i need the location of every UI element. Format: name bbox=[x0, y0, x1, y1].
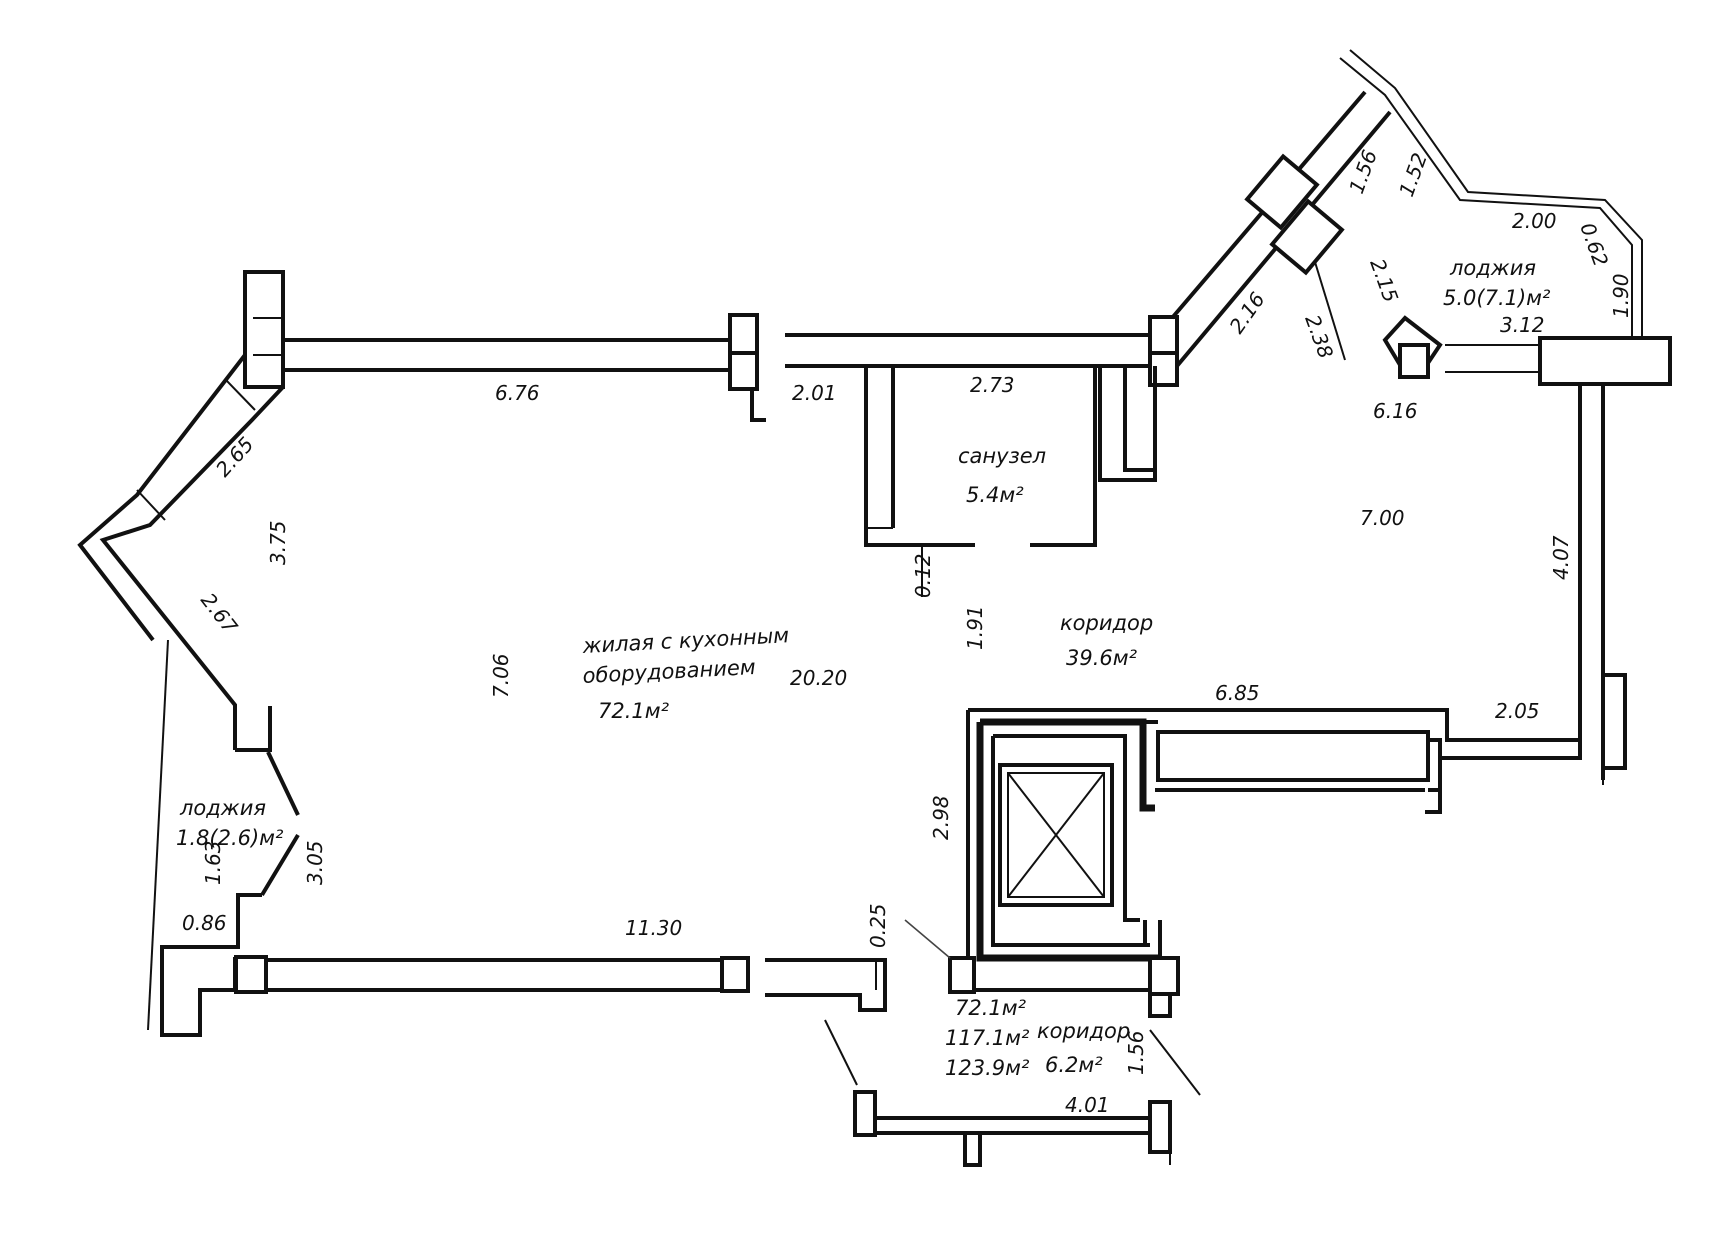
dim-label: 7.00 bbox=[1360, 506, 1405, 530]
dim-label: 2.05 bbox=[1495, 699, 1540, 723]
bathroom-walls bbox=[864, 366, 1157, 597]
dim-label: 2.00 bbox=[1512, 209, 1557, 233]
total-living-area: 72.1м² bbox=[955, 996, 1027, 1020]
dim-label: 2.15 bbox=[1365, 256, 1403, 306]
living-room-label: жилая с кухонным bbox=[581, 623, 790, 658]
total-area: 117.1м² bbox=[945, 1026, 1030, 1050]
dim-label: 0.25 bbox=[866, 903, 890, 948]
living-room-label-2: оборудованием bbox=[582, 655, 756, 688]
total-with-loggia-area: 123.9м² bbox=[945, 1056, 1030, 1080]
dim-label: 0.12 bbox=[911, 553, 935, 598]
dim-label: 2.01 bbox=[792, 381, 837, 405]
corridor-label: коридор bbox=[1060, 611, 1153, 635]
bathroom-label: санузел bbox=[958, 444, 1046, 468]
entry-block bbox=[1148, 1100, 1172, 1154]
bathroom-area: 5.4м² bbox=[966, 483, 1024, 507]
right-wall bbox=[1425, 384, 1627, 814]
core-block bbox=[1148, 956, 1180, 996]
dim-label: 1.90 bbox=[1609, 273, 1633, 318]
dim-label: 3.75 bbox=[266, 520, 290, 565]
entry-corridor-area: 6.2м² bbox=[1045, 1053, 1103, 1077]
wall-column bbox=[1244, 153, 1320, 231]
bottom-wall-block bbox=[234, 955, 268, 994]
loggia-slab bbox=[1538, 336, 1672, 386]
left-wall-column bbox=[243, 270, 285, 389]
top-wall bbox=[285, 313, 1179, 422]
dim-label: 7.06 bbox=[489, 653, 513, 698]
dim-label: 2.67 bbox=[196, 588, 242, 638]
core-block bbox=[948, 956, 976, 994]
wall-column bbox=[1269, 198, 1345, 276]
bottom-wall-block bbox=[720, 956, 750, 993]
living-room-area: 72.1м² bbox=[598, 699, 670, 723]
right-upper-wall bbox=[1170, 49, 1672, 386]
dim-label: 3.12 bbox=[1500, 313, 1545, 337]
dim-label: 6.85 bbox=[1215, 681, 1260, 705]
room-labels: жилая с кухонным оборудованием 72.1м² са… bbox=[176, 256, 1551, 1080]
entry-corridor bbox=[824, 1019, 1201, 1167]
bottom-wall bbox=[160, 893, 887, 1037]
dim-label: 6.16 bbox=[1373, 399, 1418, 423]
loggia-right-area: 5.0(7.1)м² bbox=[1443, 286, 1551, 310]
entry-block bbox=[853, 1090, 877, 1137]
dim-label: 4.01 bbox=[1065, 1093, 1110, 1117]
dim-label: 1.91 bbox=[963, 605, 987, 650]
dim-label: 2.65 bbox=[211, 432, 259, 481]
dimension-labels: 6.76 2.01 2.73 2.65 3.75 2.67 7.06 20.20… bbox=[182, 147, 1633, 1117]
leader-lines bbox=[904, 919, 951, 959]
dim-label: 1.63 bbox=[201, 840, 225, 885]
loggia-left-label: лоджия bbox=[179, 796, 266, 820]
dim-label: 1.52 bbox=[1394, 150, 1432, 200]
dim-label: 0.62 bbox=[1575, 220, 1613, 270]
loggia-right-label: лоджия bbox=[1449, 256, 1536, 280]
central-core bbox=[948, 708, 1580, 1018]
dim-label: 2.98 bbox=[929, 795, 953, 840]
top-wall-block bbox=[728, 351, 759, 391]
loggia-column bbox=[1398, 343, 1430, 379]
top-wall-block bbox=[728, 313, 759, 355]
dim-label: 6.76 bbox=[495, 381, 540, 405]
dim-label: 3.05 bbox=[303, 840, 327, 885]
entry-corridor-label: коридор bbox=[1037, 1019, 1130, 1043]
top-wall-block bbox=[1148, 315, 1179, 355]
dim-label: 20.20 bbox=[790, 666, 847, 690]
dim-label: 2.73 bbox=[970, 373, 1015, 397]
dim-label: 11.30 bbox=[625, 916, 682, 940]
dim-label: 4.07 bbox=[1549, 535, 1573, 580]
loggia-left-area: 1.8(2.6)м² bbox=[176, 826, 284, 850]
elevator-shaft-icon bbox=[998, 763, 1114, 907]
core-block bbox=[1148, 992, 1172, 1018]
dim-label: 1.56 bbox=[1124, 1030, 1148, 1075]
left-wall bbox=[77, 270, 300, 1031]
dim-label: 1.56 bbox=[1344, 147, 1382, 197]
dim-label: 2.16 bbox=[1224, 288, 1269, 338]
ventilation-duct bbox=[1156, 730, 1430, 782]
corridor-area: 39.6м² bbox=[1066, 646, 1138, 670]
dim-label: 0.86 bbox=[182, 911, 227, 935]
